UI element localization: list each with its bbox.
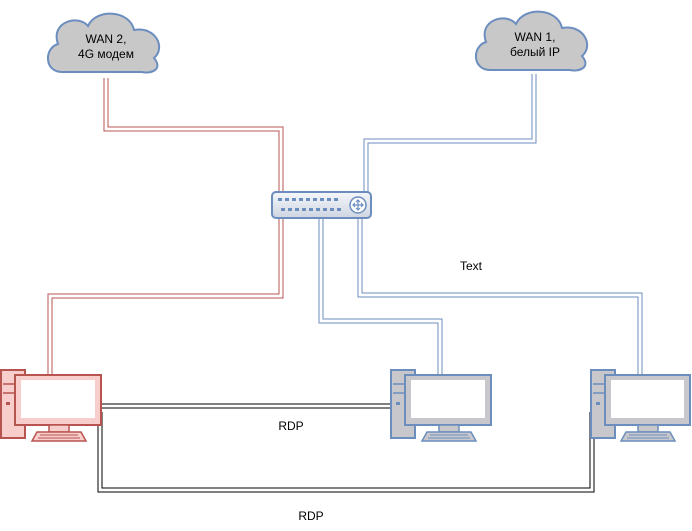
link-rdp-red-to-middle <box>102 403 390 409</box>
network-switch-icon <box>271 191 372 219</box>
link-rdp-red-to-right <box>97 408 595 493</box>
wan2-cloud: WAN 2, 4G модем <box>47 12 161 74</box>
rdp-label-lower: RDP <box>298 509 323 523</box>
cloud-icon <box>47 12 161 74</box>
switch-ports <box>278 198 341 211</box>
desktop-computer-red <box>0 369 102 442</box>
wan1-label-line1: WAN 1, <box>515 30 556 44</box>
cloud-icon <box>475 10 589 72</box>
desktop-computer-icon <box>0 369 102 442</box>
link-switch-to-right-pc <box>357 218 643 374</box>
text-label: Text <box>460 259 483 273</box>
link-switch-to-middle-pc <box>318 218 443 374</box>
link-switch-to-red-pc <box>47 218 284 374</box>
rdp-label-upper: RDP <box>278 419 303 433</box>
link-wan1-to-switch <box>363 74 537 192</box>
desktop-computer-icon <box>590 369 691 442</box>
link-wan2-to-switch <box>103 78 284 192</box>
desktop-computer-icon <box>390 369 492 442</box>
network-switch <box>271 191 372 219</box>
desktop-computer-right <box>590 369 691 442</box>
wan1-label-line2: белый IP <box>510 45 560 59</box>
desktop-computer-middle <box>390 369 492 442</box>
wan2-label-line1: WAN 2, <box>86 32 127 46</box>
wan1-cloud: WAN 1, белый IP <box>475 10 589 72</box>
wan2-label-line2: 4G модем <box>78 47 134 61</box>
